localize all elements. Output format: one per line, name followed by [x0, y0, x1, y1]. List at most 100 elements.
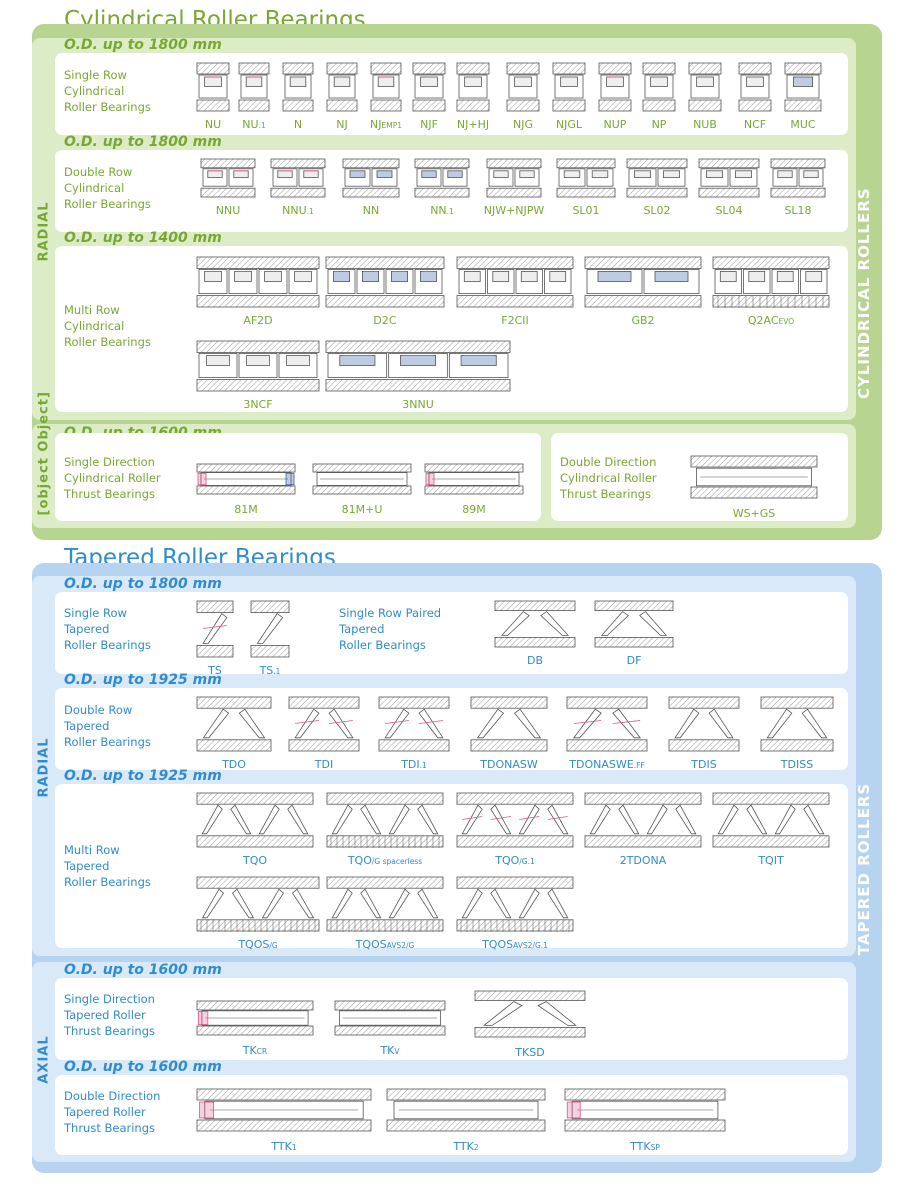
bearing-item: TDO [184, 696, 284, 782]
bearing-label: TDIS [656, 758, 752, 771]
bearing-item: TQO/G.1 [444, 792, 586, 878]
bearing-drawing [378, 696, 450, 752]
bearing-label-main: TTK [630, 1140, 651, 1153]
bearing-item: TDI.1 [366, 696, 462, 782]
bearing-label: AF2D [184, 314, 332, 327]
bearing-label-suffix: /G spacerless [371, 857, 423, 866]
bearing-label-main: 3NCF [243, 398, 273, 411]
bearing-drawing [196, 876, 320, 932]
bearing-label-suffix: .1 [446, 207, 454, 216]
bearing-item: 81M [184, 463, 308, 525]
tap-multi-panel [55, 784, 848, 948]
bearing-label-suffix: .1 [419, 761, 427, 770]
bearing-item: TDI [276, 696, 372, 782]
bearing-drawing [386, 1088, 546, 1132]
bearing-label-main: 81M [234, 503, 258, 516]
tap-radial-label: RADIAL [36, 737, 52, 798]
bearing-label-suffix: .1 [273, 667, 281, 676]
bearing-item: NJ [314, 62, 370, 142]
bearing-item: 3NCF [184, 340, 332, 422]
bearing-drawing [566, 696, 648, 752]
bearing-item: NJGL [540, 62, 598, 142]
bearing-label-main: NUP [603, 118, 627, 131]
bearing-drawing [598, 62, 632, 112]
bearing-label-main: NJG [513, 118, 533, 131]
tap-axial1-panel [55, 978, 848, 1060]
bearing-label-main: TDO [222, 758, 246, 771]
bearing-label-main: TQO [242, 854, 268, 867]
bearing-label: NJ+HJ [444, 118, 502, 131]
bearing-drawing [456, 256, 574, 308]
bearing-label: TKSD [462, 1046, 598, 1059]
bearing-label: NNU [188, 204, 268, 217]
bearing-label: NNU.1 [258, 204, 338, 218]
bearing-drawing [270, 158, 326, 198]
bearing-item: SL04 [686, 158, 772, 228]
bearing-label: Q2ACEVO [700, 314, 842, 328]
bearing-label-main: TDONASWE [569, 758, 634, 771]
bearing-label-main: 2TDONA [619, 854, 667, 867]
bearing-label: TDI [276, 758, 372, 771]
bearing-drawing [238, 62, 270, 112]
bearing-label-main: 3NNU [402, 398, 434, 411]
bearing-label: NUP [586, 118, 644, 131]
bearing-label-main: TDIS [691, 758, 717, 771]
bearing-drawing [196, 792, 314, 848]
bearing-drawing [474, 990, 586, 1038]
bearing-item: TKCR [184, 1000, 326, 1066]
bearing-label-main: TQO [495, 854, 520, 867]
bearing-drawing [288, 696, 360, 752]
bearing-item: TKSD [462, 990, 598, 1068]
bearing-label: N [270, 118, 326, 131]
bearing-label: TDO [184, 758, 284, 771]
bearing-label: GB2 [572, 314, 714, 327]
bearing-item: TS [184, 600, 246, 688]
tapered-strip-label: TAPERED ROLLERS [855, 782, 873, 956]
tap-multi-od: O.D. up to 1925 mm [64, 768, 222, 784]
bearing-item: NUB [676, 62, 734, 142]
bearing-label-main: Q2AC [747, 314, 779, 327]
bearing-drawing [594, 600, 674, 648]
bearing-label-suffix: .1 [306, 207, 314, 216]
bearing-label-main: TQO [347, 854, 372, 867]
cyl-double-od: O.D. up to 1800 mm [64, 134, 222, 150]
bearing-item: AF2D [184, 256, 332, 338]
bearing-label-main: F2CII [501, 314, 529, 327]
tap-axial-label: AXIAL [36, 1035, 52, 1084]
bearing-label-main: TQOS [355, 938, 387, 951]
bearing-label-main: NJF [420, 118, 438, 131]
bearing-label: TDISS [748, 758, 846, 771]
bearing-label: NU [184, 118, 242, 131]
bearing-label-suffix: AVS2/G.1 [513, 941, 548, 950]
bearing-item: D2C [313, 256, 457, 338]
bearing-item: NU.1 [226, 62, 282, 142]
bearing-drawing [196, 1088, 372, 1132]
bearing-label: NN [330, 204, 412, 217]
bearing-item: 89M [412, 463, 536, 525]
bearing-label: TQOSAVS2/G [314, 938, 456, 952]
bearing-drawing [196, 600, 234, 658]
bearing-item: DF [582, 600, 686, 678]
bearing-label-suffix: V [394, 1047, 400, 1056]
bearing-label-main: DB [526, 654, 544, 667]
bearing-label-main: TTK [453, 1140, 474, 1153]
bearing-item: N [270, 62, 326, 142]
bearing-label: TKV [322, 1044, 458, 1058]
bearing-label-suffix: /G.1 [519, 857, 535, 866]
bearing-label: SL18 [758, 204, 838, 217]
bearing-item: GB2 [572, 256, 714, 338]
bearing-item: NN.1 [402, 158, 482, 228]
bearing-label: TQO [184, 854, 326, 867]
bearing-drawing [564, 1088, 726, 1132]
bearing-item: 3NNU [313, 340, 523, 422]
bearing-drawing [414, 158, 470, 198]
bearing-drawing [424, 463, 524, 495]
bearing-item: TQOSAVS2/G.1 [444, 876, 586, 962]
bearing-label-main: SL18 [784, 204, 812, 217]
bearing-drawing [770, 158, 826, 198]
bearing-label-suffix: 1 [291, 1143, 297, 1152]
